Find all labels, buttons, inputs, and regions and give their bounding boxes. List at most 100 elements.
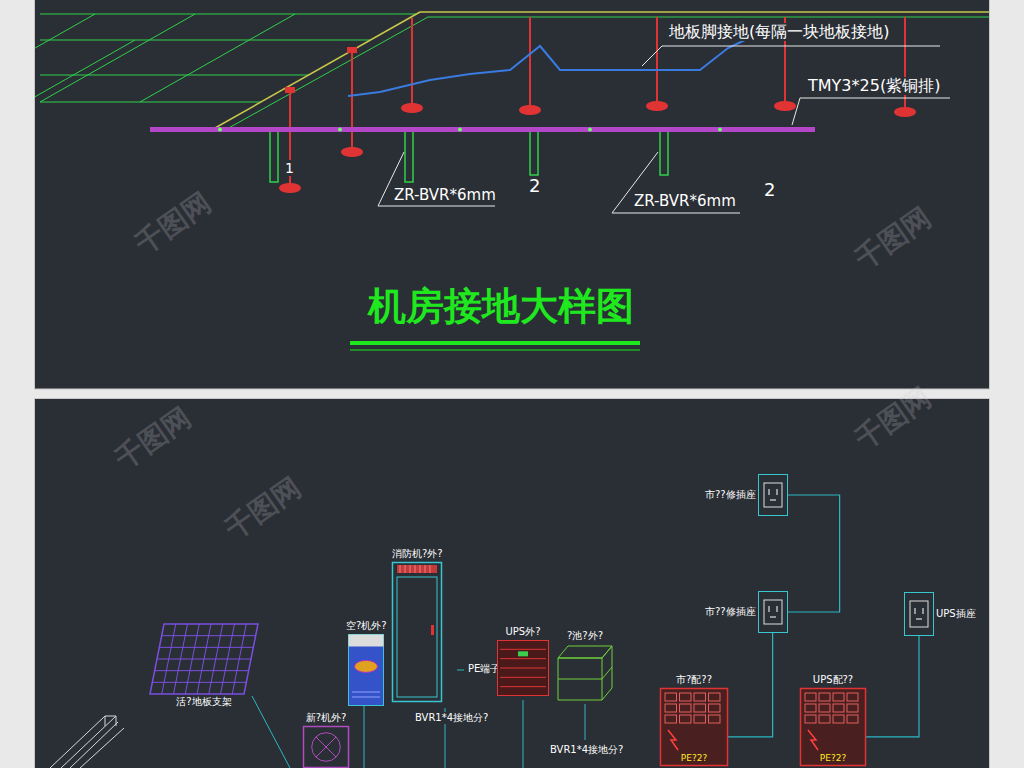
outlet-plate bbox=[764, 483, 782, 507]
callout-label: 2 bbox=[527, 176, 542, 197]
equipment-node: UPS插座 bbox=[904, 592, 976, 636]
outlet-frame bbox=[758, 475, 787, 516]
equipment-icon bbox=[392, 562, 442, 702]
equipment-icon bbox=[758, 474, 788, 516]
equipment-label: UPS外? bbox=[505, 626, 540, 638]
ground-clip-part bbox=[660, 132, 668, 175]
copper-bar bbox=[150, 127, 815, 132]
equipment-label: 新?机外? bbox=[306, 712, 347, 724]
ground-wire-part bbox=[348, 40, 745, 96]
leader-line bbox=[378, 46, 950, 213]
raised-floor-grid-part bbox=[35, 14, 295, 128]
cable-tray-part bbox=[50, 716, 116, 768]
copper-bar-part bbox=[218, 128, 222, 132]
fan-box bbox=[304, 727, 349, 768]
callout-label: PE端子 bbox=[466, 663, 502, 675]
equipment-label: UPS插座 bbox=[936, 608, 976, 620]
breaker-module bbox=[680, 704, 692, 712]
equipment-node: 活?地板支架 bbox=[150, 624, 258, 708]
cabinet-frame bbox=[801, 689, 866, 766]
equipment-node: UPS外? bbox=[497, 626, 549, 696]
callout-label: ZR-BVR*6mm bbox=[632, 193, 738, 210]
title-underline bbox=[350, 343, 640, 350]
outlet-frame bbox=[905, 593, 934, 636]
floor-outline bbox=[150, 624, 258, 694]
callout-label: 1 bbox=[283, 160, 296, 176]
breaker-module bbox=[833, 715, 844, 723]
copper-bar-part bbox=[588, 128, 592, 132]
equipment-icon bbox=[758, 591, 788, 633]
outlet-pins bbox=[769, 489, 777, 500]
raised-floor-grid-part bbox=[420, 11, 989, 13]
panel-ground-part bbox=[35, 399, 990, 768]
breaker-module bbox=[847, 715, 858, 723]
ac-panel bbox=[349, 635, 384, 647]
wire-connector bbox=[866, 636, 919, 737]
floor-pedestal-part bbox=[342, 148, 362, 156]
outlet-pins bbox=[769, 606, 777, 617]
callout-label: ZR-BVR*6mm bbox=[392, 187, 498, 204]
callout-label: 地板脚接地(每隔一块地板接地) bbox=[667, 23, 891, 41]
ground-clip bbox=[270, 132, 668, 182]
floor-pedestal bbox=[280, 17, 915, 192]
equipment-node: ?池?外? bbox=[556, 630, 614, 702]
breaker-module bbox=[709, 715, 721, 723]
equipment-node: 消防机?外? bbox=[392, 548, 443, 702]
breaker-module bbox=[665, 693, 677, 701]
floor-pedestal-part bbox=[286, 88, 294, 92]
breaker-module bbox=[680, 715, 692, 723]
callout-label: BVR1*4接地分? bbox=[548, 744, 625, 756]
ac-display bbox=[355, 660, 378, 672]
copper-bar-part bbox=[150, 127, 815, 132]
cabinet-frame bbox=[393, 563, 442, 702]
equipment-icon bbox=[348, 634, 384, 706]
copper-bar-part bbox=[718, 128, 722, 132]
cable-tray bbox=[50, 716, 124, 768]
floor-pedestal-part bbox=[411, 18, 413, 106]
floor-pedestal-part bbox=[895, 108, 915, 116]
outlet-plate bbox=[910, 601, 928, 627]
outlet-frame bbox=[758, 592, 787, 633]
equipment-node: 市?配??PE?2? bbox=[660, 674, 728, 764]
watermark: 千图网 bbox=[110, 402, 197, 477]
breaker-module bbox=[833, 704, 844, 712]
callout-label: BVR1*4接地分? bbox=[413, 712, 490, 724]
watermark: 千图网 bbox=[220, 472, 307, 547]
equipment-node: UPS配??PE?2? bbox=[800, 674, 866, 764]
copper-bar-part bbox=[458, 128, 462, 132]
floor-pedestal-part bbox=[775, 102, 795, 110]
floor-pedestal-part bbox=[280, 184, 300, 192]
equipment-label: 活?地板支架 bbox=[176, 696, 231, 708]
watermark: 千图网 bbox=[850, 202, 937, 277]
breaker-module bbox=[665, 715, 677, 723]
earth-wire-part bbox=[457, 670, 464, 671]
ground-clip-part bbox=[530, 132, 538, 175]
cable-tray-part bbox=[70, 722, 124, 768]
floor-pedestal-part bbox=[647, 102, 667, 110]
equipment-label: UPS配?? bbox=[813, 674, 853, 686]
breaker-module bbox=[819, 715, 830, 723]
cabinet-frame bbox=[661, 689, 728, 766]
watermark: 千图网 bbox=[850, 382, 937, 457]
equipment-node: 新?机外? bbox=[303, 712, 349, 768]
leader-line-part bbox=[792, 98, 950, 125]
watermark: 千图网 bbox=[130, 187, 217, 262]
title-underline-part bbox=[350, 341, 640, 345]
floor-pedestal-part bbox=[351, 52, 353, 150]
floor-pedestal-part bbox=[656, 17, 658, 104]
leader-line-part bbox=[612, 152, 740, 213]
raised-floor-grid-part bbox=[40, 14, 416, 102]
earth-wire-part bbox=[523, 700, 524, 768]
ups-modules bbox=[500, 649, 546, 686]
raised-floor-grid-part bbox=[215, 12, 420, 128]
ups-display bbox=[518, 651, 528, 656]
ups-rack bbox=[498, 641, 549, 696]
ac-body bbox=[349, 635, 384, 706]
earth-wire-part bbox=[585, 704, 586, 740]
wire-connector bbox=[788, 495, 840, 612]
breaker-module bbox=[833, 693, 844, 701]
raised-floor-grid bbox=[35, 12, 989, 130]
